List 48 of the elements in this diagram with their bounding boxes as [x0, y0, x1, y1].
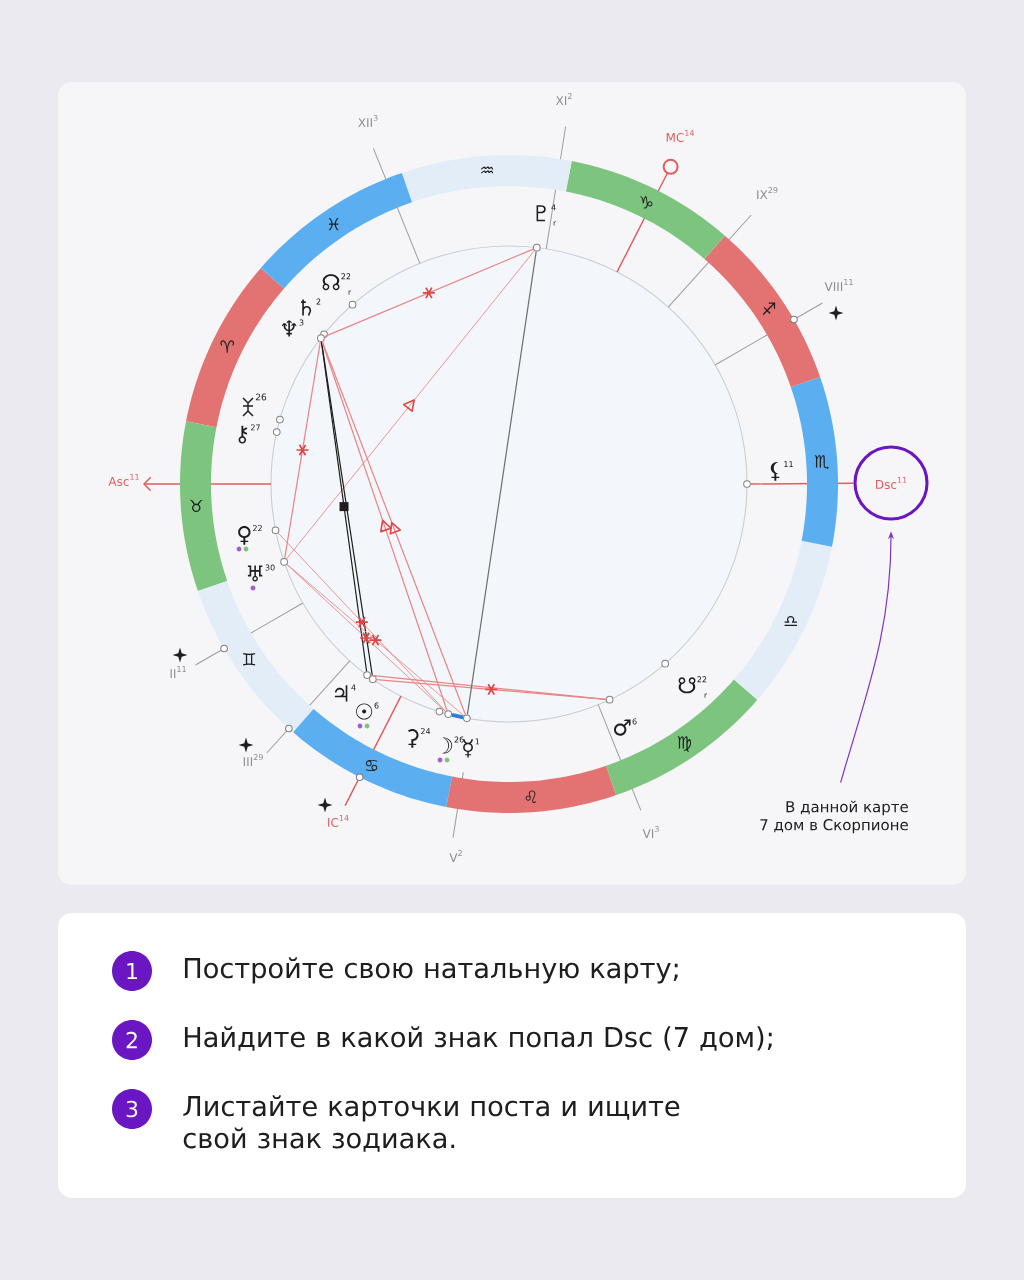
zodiac-sign: ♏ — [814, 455, 829, 470]
planet-symbol: ☿$^{1}$ — [463, 738, 480, 758]
angle-label: Asc$^{11}$ — [108, 474, 139, 486]
house-label: IX$^{29}$ — [757, 187, 778, 199]
aspect-line — [286, 250, 535, 560]
angle-label: MC$^{14}$ — [666, 130, 694, 142]
callout-text: В данной карте 7 дом в Скорпионе — [760, 800, 908, 834]
zodiac-sign: ♐ — [762, 302, 776, 315]
aspect-line — [284, 341, 321, 559]
planet-symbol: ⚳$^{24}$ — [407, 728, 431, 748]
planet-symbol: ⚷$^{27}$ — [238, 424, 260, 444]
house-label: V$^{2}$ — [449, 850, 462, 862]
house-label: II$^{11}$ — [170, 666, 186, 678]
planet-symbol: ♀$^{22}$ — [238, 525, 262, 545]
planet-symbol: ☽$^{26}$ — [442, 736, 464, 754]
aspect-line — [370, 674, 607, 700]
house-label: VI$^{3}$ — [642, 826, 659, 838]
zodiac-sign: ♌ — [525, 790, 537, 803]
house-label: XI$^{2}$ — [555, 93, 572, 105]
aspect-line — [451, 713, 464, 720]
zodiac-sign: ♑ — [640, 196, 653, 209]
planet-symbol: ♂$^{6}$ — [614, 718, 637, 736]
zodiac-sign: ♎ — [784, 615, 797, 627]
zodiac-sign: ♊ — [243, 653, 256, 666]
planet-symbol: ♅$^{30}$ — [247, 564, 275, 582]
planet-symbol: ♃$^{4}$ — [334, 684, 356, 702]
zodiac-sign: ♉ — [190, 499, 203, 513]
step-text: Найдите в какой знак попал Dsc (7 дом); — [184, 1026, 772, 1051]
planet-symbol: ♆$^{3}$ — [282, 319, 304, 337]
zodiac-sign: ♒ — [481, 166, 494, 174]
step-text: Постройте свою натальную карту; — [184, 957, 678, 984]
planet-symbol: ☉$^{6}$ — [356, 702, 379, 720]
zodiac-sign: ♓ — [328, 217, 339, 231]
house-label: XII$^{3}$ — [358, 115, 378, 127]
step-text: Листайте карточки поста и ищите свой знак зодиака. — [183, 1095, 680, 1152]
zodiac-sign: ♋ — [365, 760, 378, 772]
planet-symbol: ♄$^{2}$ — [301, 298, 321, 316]
aspect-line — [466, 250, 537, 716]
house-label: III$^{29}$ — [243, 754, 263, 766]
planet-symbol: ⚸$^{11}$ — [770, 461, 793, 481]
aspect-line — [323, 248, 534, 338]
house-label: VIII$^{11}$ — [824, 279, 853, 291]
aspect-line — [277, 532, 446, 712]
zodiac-sign: ♈ — [220, 340, 235, 353]
angle-label: IC$^{14}$ — [328, 815, 349, 827]
zodiac-sign: ♍ — [677, 736, 691, 752]
aspect-line — [376, 678, 607, 700]
degree-label: 26 — [255, 393, 267, 401]
